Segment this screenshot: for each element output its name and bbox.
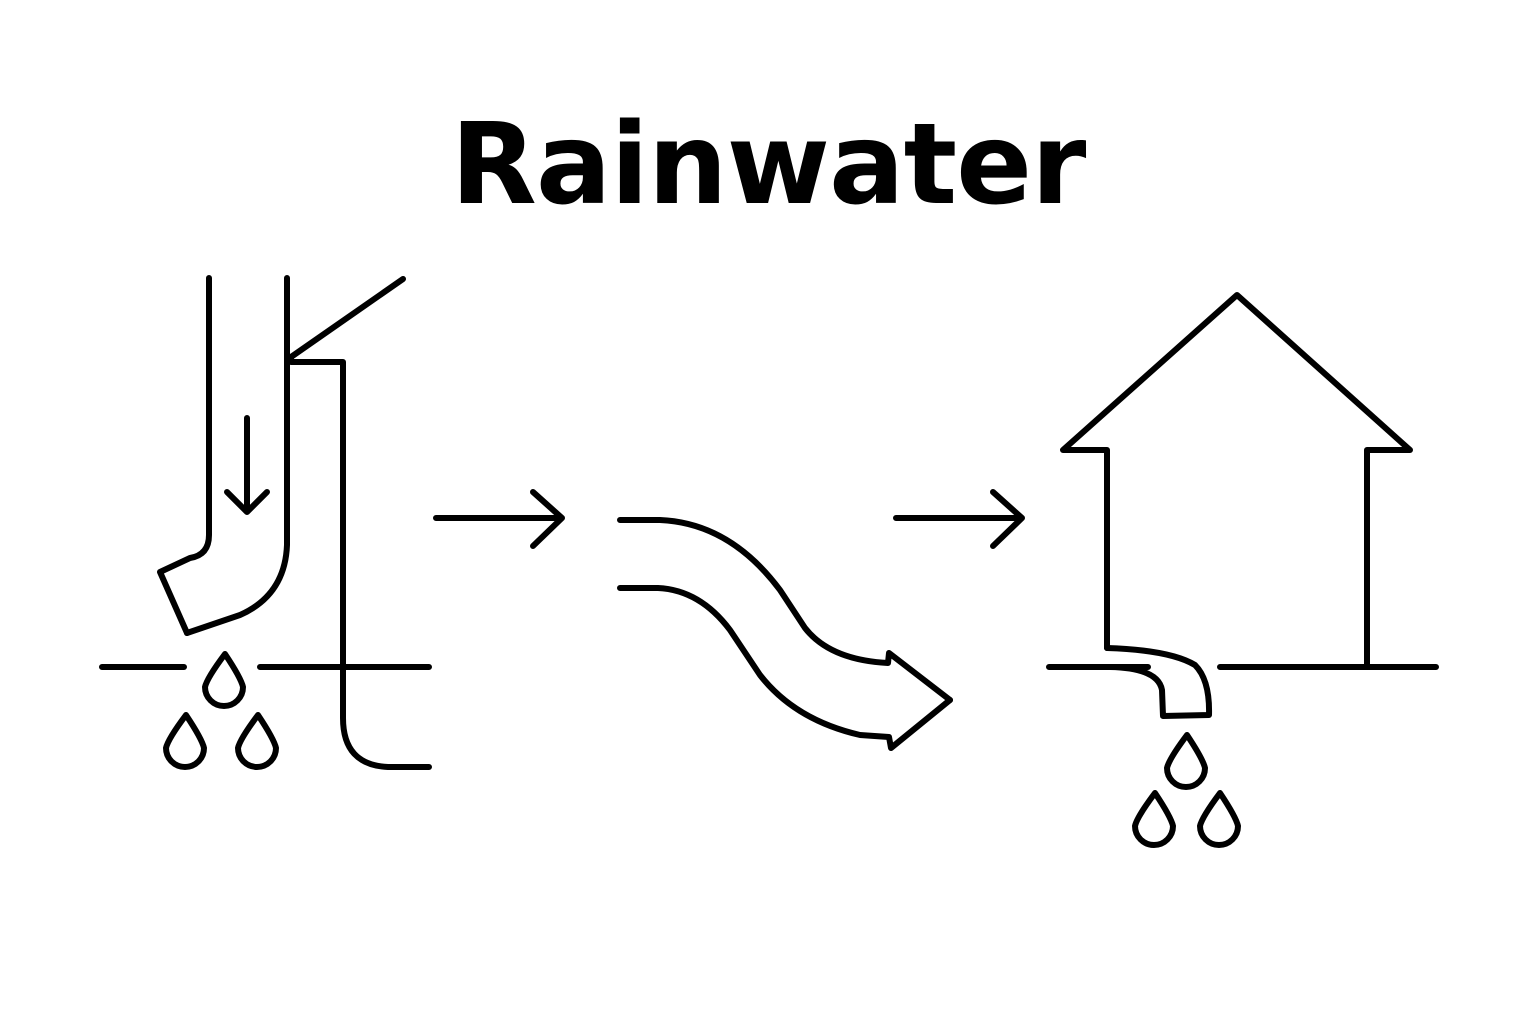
water-drop-icon	[1132, 790, 1176, 848]
right-arrow-icon	[893, 489, 1025, 549]
flow-down-arrow	[224, 415, 270, 515]
downpipe-right-wall	[184, 275, 290, 636]
water-drop-icon	[1197, 790, 1241, 848]
flow-arrow-icon	[617, 517, 953, 751]
water-drop-icon	[1164, 732, 1208, 790]
water-drop-icon	[202, 651, 246, 709]
water-drop-icon	[235, 712, 279, 770]
roof-eave-line	[288, 276, 406, 360]
house-roof	[1060, 292, 1413, 668]
downspout-icon	[99, 275, 432, 770]
drain-pipe	[1104, 645, 1213, 719]
right-arrow-icon	[433, 489, 565, 549]
water-drop-icon	[163, 712, 207, 770]
flow-arrow-lower-edge	[617, 585, 953, 751]
diagram-title: Rainwater	[450, 100, 1087, 230]
building-wall	[288, 354, 432, 770]
downpipe-left-wall	[157, 275, 212, 636]
house-drain-icon	[1046, 292, 1439, 848]
flow-arrow-upper-edge	[617, 517, 953, 703]
